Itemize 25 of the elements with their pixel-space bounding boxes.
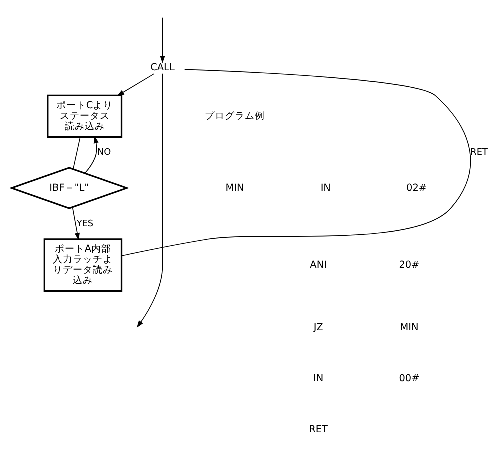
label: プログラム例 <box>204 110 265 122</box>
label: 20# <box>399 260 420 271</box>
label: RET <box>309 424 328 436</box>
arrow <box>117 74 155 96</box>
arrow <box>72 207 80 240</box>
node-box: ポートCよりステータス読み込み <box>47 94 123 138</box>
node-text: CALL <box>150 62 175 74</box>
connector <box>73 136 81 170</box>
arrow <box>136 73 164 328</box>
label: 00# <box>399 374 420 385</box>
label: IN <box>314 374 324 385</box>
node-diamond: IBF＝"L" <box>9 167 130 210</box>
arrow <box>160 17 166 64</box>
edge-label: RET <box>470 148 488 158</box>
label: 02# <box>406 182 428 194</box>
node-box: ポートA内部入力ラッチよりデータ読み込み <box>44 238 123 292</box>
arrow <box>84 136 99 174</box>
label: ANI <box>310 260 327 271</box>
label: MIN <box>400 322 419 334</box>
connector <box>122 69 472 256</box>
label: JZ <box>314 322 324 334</box>
edge-label: YES <box>76 219 94 230</box>
label: MIN <box>226 182 244 194</box>
edge-label: NO <box>97 148 112 158</box>
label: IN <box>320 182 331 194</box>
